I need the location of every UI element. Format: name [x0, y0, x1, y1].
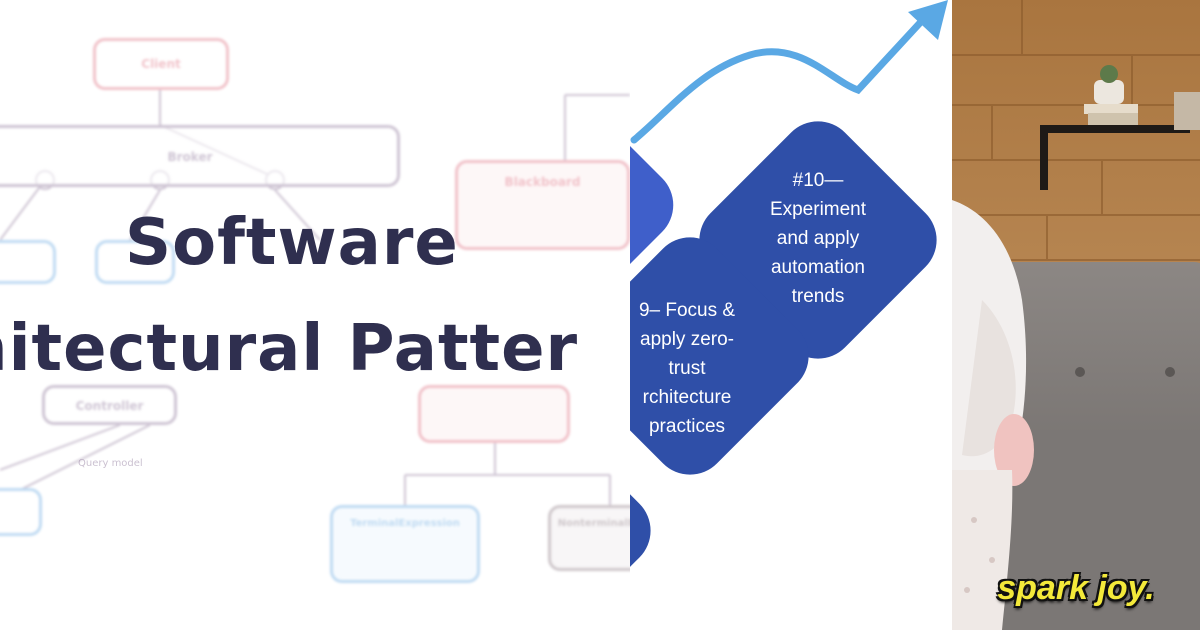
roadmap-item-9-line: 9– Focus &	[638, 300, 736, 321]
living-room-photo	[952, 0, 1200, 630]
roadmap-item-10-line: trends	[791, 286, 845, 307]
diagram-client-label: Client	[141, 57, 181, 71]
diagram-blackboard-box: Blackboard	[455, 160, 630, 250]
diagram-controller-box: Controller	[42, 385, 177, 425]
roadmap-item-9-line: practices	[648, 416, 726, 437]
diagram-context-box	[418, 385, 570, 443]
growth-arrow-icon	[630, 0, 948, 144]
diagram-nonterminal-box: NonterminalExp	[548, 505, 630, 571]
diagram-left-box	[0, 240, 56, 284]
diagram-broker-box: Broker	[0, 125, 400, 187]
subtitle-caption: spark joy.	[997, 569, 1155, 607]
roadmap-item-10-line: #10—	[792, 170, 844, 191]
roadmap-item-10-line: Experiment	[769, 199, 867, 220]
diagram-nonterminal-label: NonterminalExp	[557, 518, 630, 529]
roadmap-item-9-line: apply zero-	[640, 329, 734, 350]
diagram-middle-box	[95, 240, 175, 284]
diagram-query-note: Query model	[78, 458, 143, 469]
diagram-terminal-box: TerminalExpression	[330, 505, 480, 583]
diagram-view-box	[0, 488, 42, 536]
roadmap-item-9-text: 9– Focus & apply zero- trust rchitecture…	[630, 296, 752, 441]
architecture-diagram-background: Client Broker Blackboard Controller Term…	[0, 38, 630, 583]
title-line-2: hitectural Patter	[0, 312, 579, 386]
software-architecture-panel: Client Broker Blackboard Controller Term…	[0, 38, 630, 583]
zero-trust-roadmap-panel: #10— Experiment and apply automation tre…	[630, 0, 952, 630]
roadmap-item-10-line: and apply	[776, 228, 860, 249]
diagram-client-box: Client	[93, 38, 229, 90]
roadmap-item-9-line: rchitecture	[642, 387, 732, 408]
roadmap-item-9-line: trust	[668, 358, 706, 379]
diagram-broker-label: Broker	[167, 150, 213, 164]
diagram-connectors	[0, 90, 630, 505]
roadmap-item-10-text: #10— Experiment and apply automation tre…	[748, 166, 888, 311]
diagram-terminal-label: TerminalExpression	[350, 518, 460, 529]
diagram-controller-label: Controller	[75, 399, 144, 413]
diagram-blackboard-label: Blackboard	[504, 175, 581, 189]
title-line-1: Software	[125, 206, 459, 280]
spark-joy-photo-panel: spark joy.	[952, 0, 1200, 630]
roadmap-item-10-line: automation	[770, 257, 865, 278]
